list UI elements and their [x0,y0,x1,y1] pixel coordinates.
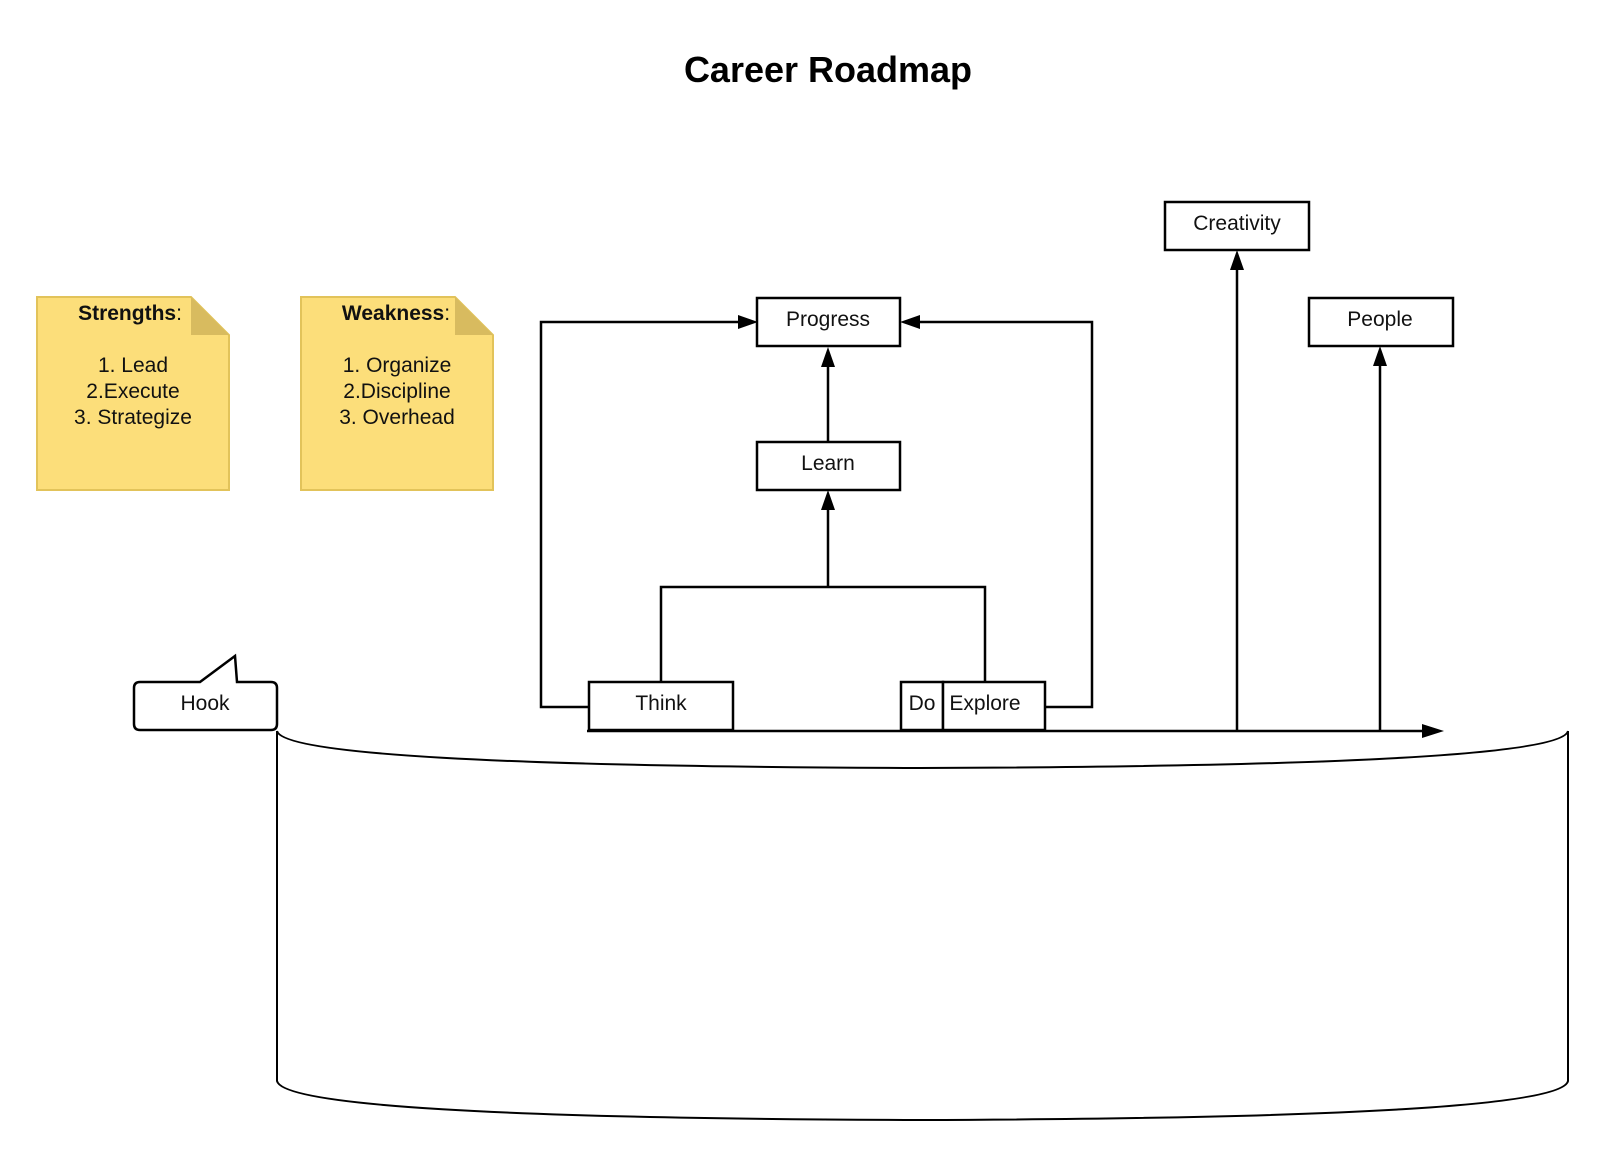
node-progress[interactable]: Progress [755,296,902,348]
note-item: 1. Lead [98,354,168,377]
node-creativity[interactable]: Creativity [1163,200,1311,252]
node-label: Progress [786,308,870,331]
node-label: Creativity [1193,212,1281,235]
node-box [1163,200,1311,252]
arrowhead-up-icon [821,347,835,367]
sticky-note-strengths[interactable]: Strengths: 1. Lead 2.Execute 3. Strategi… [36,296,230,491]
note-heading: Weakness: [342,302,450,325]
node-do[interactable]: Do [899,680,945,732]
note-heading-text: Weakness [342,302,444,325]
node-label: Do [909,692,936,715]
connector-think-progress[interactable] [539,320,740,709]
node-explore[interactable]: Explore [941,680,1047,732]
node-label: Learn [801,452,855,475]
callout-label: Hook [180,692,230,715]
note-heading-colon: : [176,302,182,325]
note-body [36,296,230,491]
node-box [587,680,735,732]
node-label: Explore [949,692,1020,715]
note-fold-icon [455,297,493,335]
sticky-note-weakness[interactable]: Weakness: 1. Organize 2.Discipline 3. Ov… [300,296,494,491]
note-heading-colon: : [444,302,450,325]
note-item: 1. Organize [343,354,452,377]
node-people[interactable]: People [1307,296,1455,348]
note-fold-icon [191,297,229,335]
node-box [755,296,902,348]
note-item: 2.Execute [86,380,179,403]
note-heading-text: Strengths [78,302,176,325]
node-box [1307,296,1455,348]
note-body [300,296,494,491]
connector-think-explore-learn[interactable] [659,508,987,682]
callout-hook[interactable]: Hook [132,653,279,732]
container-shape[interactable] [276,730,1569,1122]
note-item: 3. Strategize [74,406,192,429]
node-label: Think [635,692,687,715]
connector-explore-progress[interactable] [918,320,1094,709]
arrowhead-right-icon [1422,724,1444,738]
node-label: People [1347,308,1412,331]
arrowhead-left-icon [900,315,920,329]
arrowhead-up-icon [1373,346,1387,366]
diagram-title: Career Roadmap [684,49,972,90]
note-item: 2.Discipline [343,380,450,403]
note-heading: Strengths: [78,302,182,325]
node-think[interactable]: Think [587,680,735,732]
callout-shape [132,653,279,732]
node-box [755,440,902,492]
arrowhead-up-icon [821,490,835,510]
note-item: 3. Overhead [339,406,455,429]
node-learn[interactable]: Learn [755,440,902,492]
arrowhead-up-icon [1230,250,1244,270]
node-box [941,680,1047,732]
arrowhead-right-icon [738,315,758,329]
node-box [899,680,945,732]
